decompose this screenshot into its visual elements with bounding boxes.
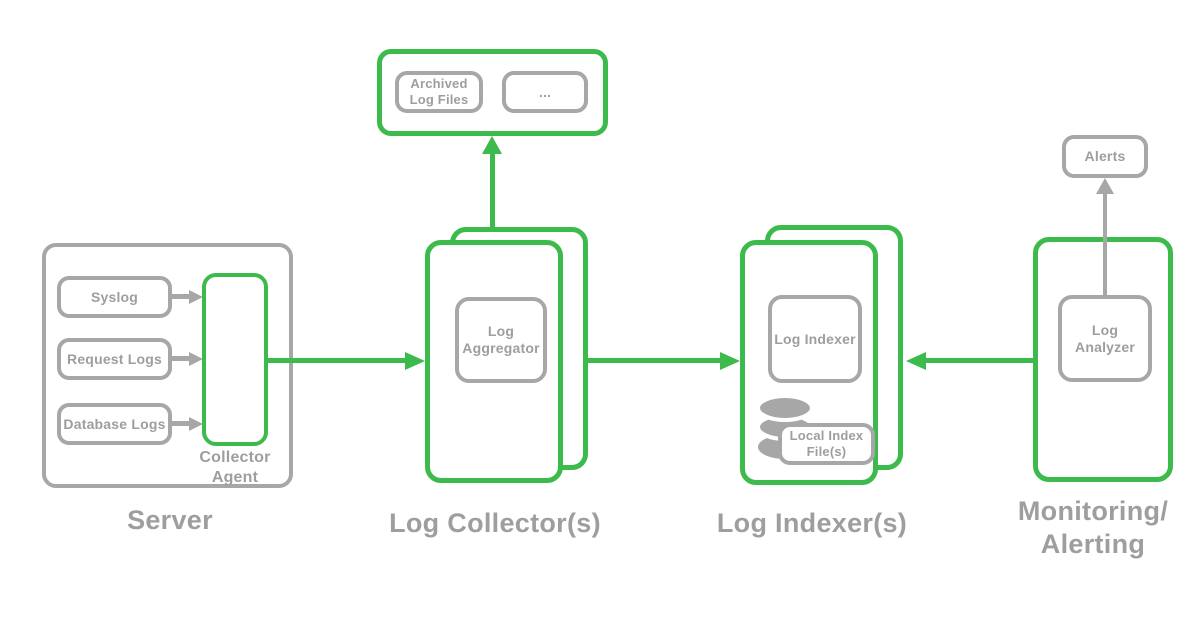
log-analyzer-label: Log Analyzer <box>1075 321 1135 355</box>
arrow-monitoring-to-indexer-line <box>925 358 1033 363</box>
monitoring-label-line2: Alerting <box>1040 529 1146 559</box>
log-aggregator-node: Log Aggregator <box>455 297 547 383</box>
archive-more-node: ... <box>502 71 588 113</box>
log-indexer-node: Log Indexer <box>768 295 862 383</box>
monitoring-label-line1: Monitoring/ <box>1017 496 1169 526</box>
syslog-label: Syslog <box>90 288 139 305</box>
arrow-requestlogs-to-agent-head <box>189 352 203 366</box>
arrow-monitoring-to-indexer-head <box>906 352 926 370</box>
log-indexer-label: Log Indexer <box>774 330 856 347</box>
arrow-analyzer-to-alerts-head <box>1096 178 1114 194</box>
arrow-requestlogs-to-agent-line <box>172 356 190 361</box>
syslog-node: Syslog <box>57 276 172 318</box>
archived-log-files-label: Archived Log Files <box>409 76 469 107</box>
arrow-databaselogs-to-agent-line <box>172 421 190 426</box>
alerts-label: Alerts <box>1084 148 1126 164</box>
arrow-collector-to-indexer-line <box>588 358 723 363</box>
arrow-syslog-to-agent-head <box>189 290 203 304</box>
request-logs-node: Request Logs <box>57 338 172 380</box>
arrow-collector-to-archive-head <box>482 136 502 154</box>
alerts-node: Alerts <box>1062 135 1148 178</box>
arrow-server-to-collector-line <box>268 358 408 363</box>
arrow-databaselogs-to-agent-head <box>189 417 203 431</box>
log-indexer-group-label: Log Indexer(s) <box>716 508 908 538</box>
server-group-label: Server <box>127 505 213 535</box>
arrow-syslog-to-agent-line <box>172 294 190 299</box>
collector-agent-label: Collector Agent <box>199 449 271 486</box>
local-index-files-label: Local Index File(s) <box>789 428 864 459</box>
log-aggregator-label: Log Aggregator <box>462 323 540 356</box>
log-analyzer-node: Log Analyzer <box>1058 295 1152 382</box>
arrow-server-to-collector-head <box>405 352 425 370</box>
log-collector-group-label: Log Collector(s) <box>389 508 601 538</box>
database-logs-node: Database Logs <box>57 403 172 445</box>
arrow-analyzer-to-alerts-line <box>1103 192 1107 295</box>
monitoring-group-label: Monitoring/ Alerting <box>1017 495 1169 561</box>
request-logs-label: Request Logs <box>67 350 162 367</box>
archive-more-label: ... <box>538 83 552 100</box>
archived-log-files-node: Archived Log Files <box>395 71 483 113</box>
local-index-files-node: Local Index File(s) <box>778 423 875 465</box>
database-logs-label: Database Logs <box>63 415 166 432</box>
arrow-collector-to-indexer-head <box>720 352 740 370</box>
collector-agent-node <box>202 273 268 446</box>
arrow-collector-to-archive-line <box>490 152 495 242</box>
